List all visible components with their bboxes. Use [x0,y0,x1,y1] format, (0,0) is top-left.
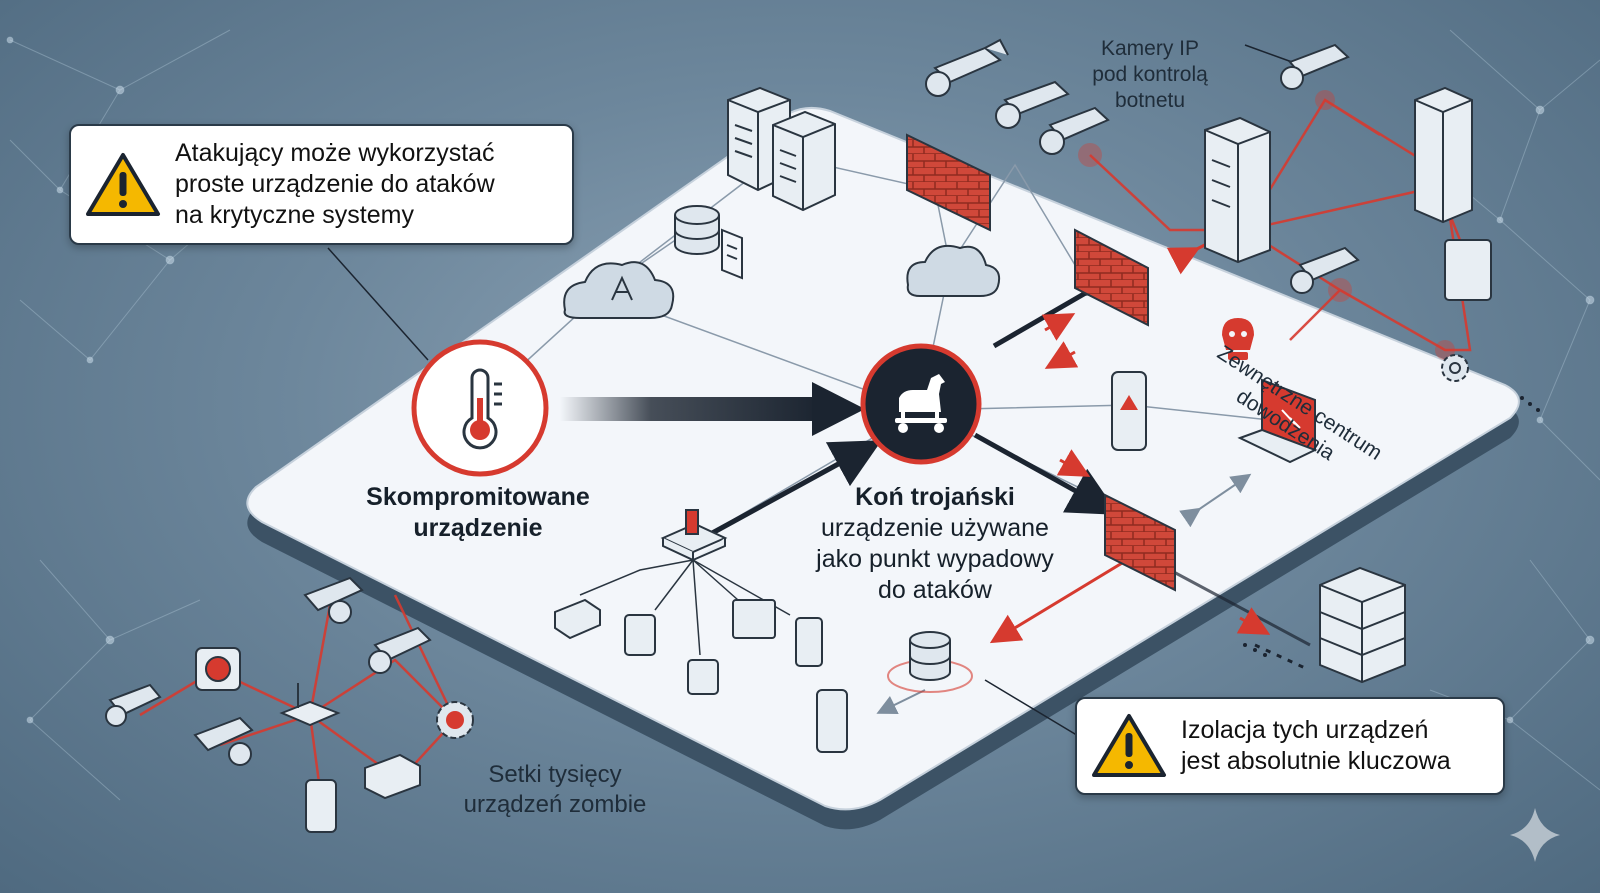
trojan-desc-line: jako punkt wypadowy [816,545,1054,573]
label-line: Kamery IP [1100,37,1200,60]
database-icon [887,631,973,693]
thermometer-icon [462,368,502,450]
laptop-icon [1237,378,1318,464]
trojan-horse-icon [895,374,947,433]
smartphone-icon [1111,371,1147,451]
server-icon [727,86,836,212]
botnet-links-top [1089,98,1482,352]
callout-top-text: Atakujący może wykorzystać proste urządz… [175,138,495,231]
database-icon [674,205,743,280]
trojan-desc-line: do ataków [878,576,992,604]
camera-icon [925,38,1360,294]
gear-icon [1441,354,1469,382]
label-line: Skompromitowane [366,483,590,511]
zombies-label: Setki tysięcy urządzeń zombie [440,760,670,820]
warning-icon [1092,714,1166,777]
skull-icon [1222,318,1254,360]
trojan-horse-node[interactable] [860,343,982,465]
attack-paths [703,234,1311,714]
compromised-device-label: Skompromitowane urządzenie [352,482,604,544]
callout-top-line: Atakujący może wykorzystać [175,139,495,167]
camera-icon [105,576,432,766]
label-line: urządzeń zombie [463,791,647,818]
label-line: Setki tysięcy [488,761,622,788]
gear-icon [436,701,474,739]
label-line: pod kontrolą [1092,63,1208,86]
continuation-dots [1243,396,1540,657]
cloud-icon [563,244,1001,319]
zombie-devices [195,647,421,833]
callout-top-line: proste urządzenie do ataków [175,170,495,198]
trojan-desc-line: urządzenie używane [821,514,1049,542]
label-line: urządzenie [413,514,543,542]
trojan-label: Koń trojański urządzenie używane jako pu… [785,482,1085,606]
router-icon [660,509,728,562]
firewall-icon [906,133,1176,592]
label-line: botnetu [1114,89,1186,112]
main-attack-arrow [560,382,865,436]
iot-devices [554,598,848,753]
callout-bottom-text: Izolacja tych urządzeń jest absolutnie k… [1181,715,1451,777]
callout-bottom-line: Izolacja tych urządzeń [1181,716,1429,744]
callout-bottom-line: jest absolutnie kluczowa [1181,747,1451,775]
sparkle-icon [1510,808,1560,862]
trojan-title: Koń trojański [855,483,1015,511]
server-icon [1319,566,1406,684]
callout-top: Atakujący może wykorzystać proste urządz… [69,124,574,245]
callout-top-line: na krytyczne systemy [175,201,414,229]
warning-icon [86,152,160,216]
callout-bottom: Izolacja tych urządzeń jest absolutnie k… [1075,697,1505,795]
compromised-device-node[interactable] [411,339,549,477]
hub-links [579,559,791,656]
cameras-label: Kamery IP pod kontrolą botnetu [1075,36,1225,114]
server-icon [1204,86,1492,301]
